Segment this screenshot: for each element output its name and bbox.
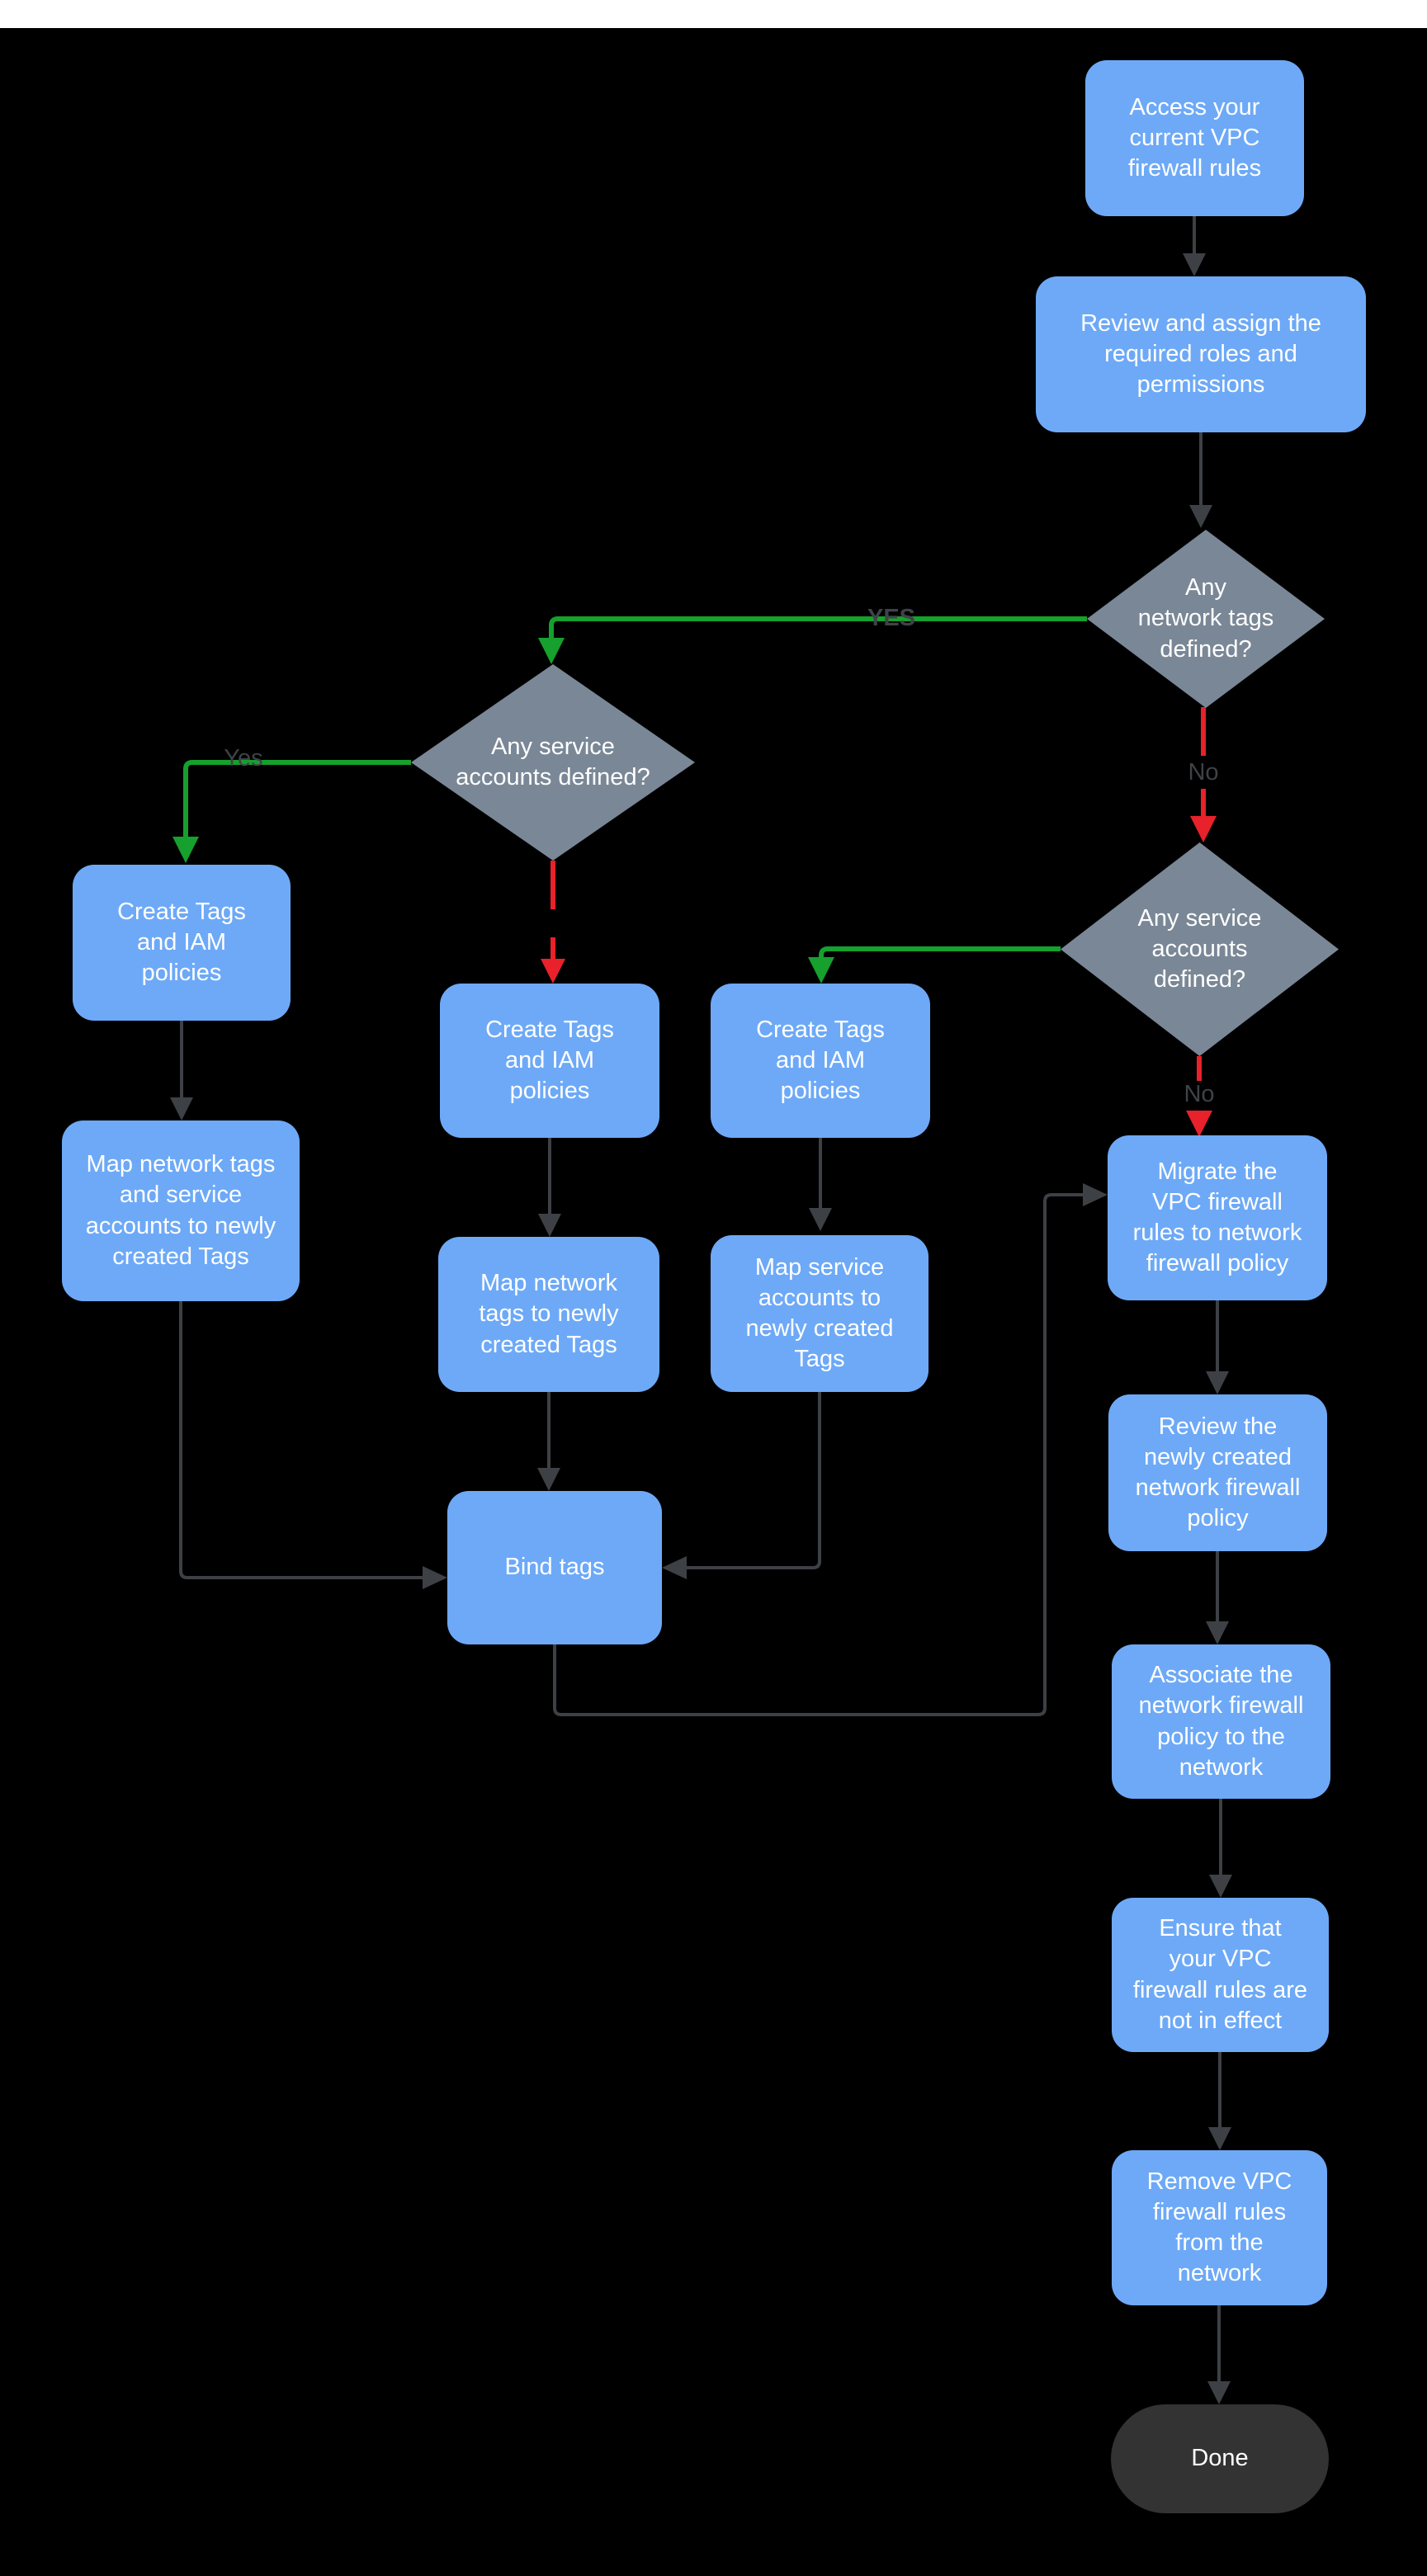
edge-review-networktags xyxy=(1189,432,1212,528)
edge-yes-networktags-serviceaccounts xyxy=(538,616,1087,664)
node-associate-policy-network: Associate the network firewall policy to… xyxy=(1112,1644,1330,1799)
edge-label-no-bottom: No xyxy=(1184,1081,1215,1107)
node-review-roles-permissions: Review and assign the required roles and… xyxy=(1036,276,1366,432)
edge-mapleft-bind xyxy=(179,1301,447,1589)
edge-remove-done xyxy=(1207,2305,1231,2404)
node-map-service-accounts: Map service accounts to newly created Ta… xyxy=(711,1235,928,1392)
node-map-network-tags: Map network tags to newly created Tags xyxy=(438,1237,659,1392)
edge-mapright-bind xyxy=(662,1392,821,1579)
node-create-tags-right: Create Tags and IAM policies xyxy=(711,984,930,1138)
edge-label-no-top: No xyxy=(1188,759,1219,786)
edge-no-serviceaccounts-createtags-mid xyxy=(541,861,565,984)
node-remove-vpc-rules: Remove VPC firewall rules from the netwo… xyxy=(1112,2150,1327,2305)
edge-associate-ensure xyxy=(1209,1799,1232,1898)
edge-bind-migrate xyxy=(553,1183,1108,1716)
node-migrate-vpc-rules: Migrate the VPC firewall rules to networ… xyxy=(1108,1135,1327,1300)
node-ensure-rules-not-in-effect: Ensure that your VPC firewall rules are … xyxy=(1112,1898,1329,2052)
edge-migrate-reviewpolicy xyxy=(1206,1300,1229,1394)
edge-green-serviceaccounts-createtags-right xyxy=(808,946,1061,984)
node-create-tags-mid: Create Tags and IAM policies xyxy=(440,984,659,1138)
node-review-firewall-policy: Review the newly created network firewal… xyxy=(1108,1394,1327,1551)
edge-reviewpolicy-associate xyxy=(1206,1551,1229,1644)
edge-label-yes-left: Yes xyxy=(224,745,263,771)
node-bind-tags: Bind tags xyxy=(447,1491,662,1644)
edge-ensure-remove xyxy=(1208,2052,1231,2150)
node-done: Done xyxy=(1111,2404,1329,2513)
edge-no-networktags-serviceaccounts xyxy=(1190,707,1217,842)
edge-mapmid-bind xyxy=(537,1392,560,1491)
edge-yes-serviceaccounts-createtags xyxy=(172,760,411,863)
node-access-vpc-firewall-rules: Access your current VPC firewall rules xyxy=(1085,60,1304,216)
edge-createleft-mapleft xyxy=(170,1021,193,1121)
edge-createmid-mapmid xyxy=(538,1138,561,1237)
top-white-strip xyxy=(0,0,1427,28)
edge-createright-mapright xyxy=(809,1138,832,1231)
edge-label-yes-top: YES xyxy=(867,605,916,631)
node-map-network-tags-service-accounts: Map network tags and service accounts to… xyxy=(62,1121,300,1301)
edge-access-review xyxy=(1183,216,1206,276)
edge-no-serviceaccounts-migrate xyxy=(1186,1056,1212,1137)
node-create-tags-left: Create Tags and IAM policies xyxy=(73,865,291,1021)
